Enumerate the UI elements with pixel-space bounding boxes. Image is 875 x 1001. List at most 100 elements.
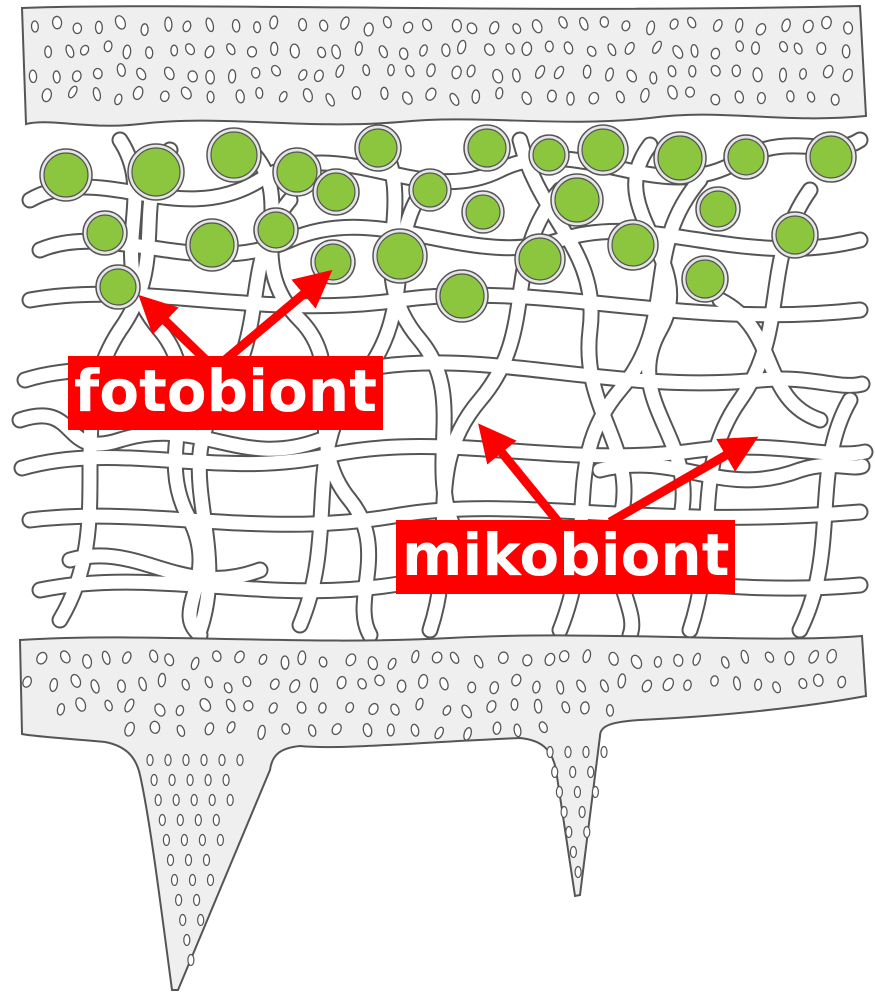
algal-cell <box>44 153 88 197</box>
cortex-pore <box>751 42 759 54</box>
cortex-pore <box>468 682 476 693</box>
cortex-pore <box>201 755 207 766</box>
cortex-pore <box>452 19 461 32</box>
cortex-pore <box>842 45 850 58</box>
algal-cell <box>440 274 484 318</box>
algal-cell <box>612 224 654 266</box>
algal-cell <box>555 178 599 222</box>
cortex-pore <box>310 678 317 692</box>
cortex-pore <box>187 775 193 786</box>
cortex-pore <box>566 827 572 838</box>
algal-cell <box>315 244 351 280</box>
cortex-pore <box>176 895 182 906</box>
cortex-pore <box>172 875 178 886</box>
cortex-pore <box>159 815 165 826</box>
algal-cell <box>533 139 565 171</box>
algal-cell <box>686 260 724 298</box>
cortex-pore <box>565 747 571 758</box>
cortex-pore <box>190 875 196 886</box>
cortex-pore <box>228 69 236 83</box>
cortex-pore <box>183 755 189 766</box>
cortex-pore <box>155 795 161 806</box>
algal-cell <box>211 132 257 178</box>
algal-cell <box>317 173 355 211</box>
cortex-pore <box>188 955 194 966</box>
cortex-pore <box>208 875 214 886</box>
cortex-pore <box>173 795 179 806</box>
algal-cell <box>582 129 624 171</box>
cortex-pore <box>207 91 215 103</box>
cortex-pore <box>194 895 200 906</box>
cortex-pore <box>53 71 61 84</box>
cortex-pore <box>45 46 52 58</box>
cortex-pore <box>352 86 361 99</box>
cortex-pore <box>31 21 38 32</box>
cortex-pore <box>387 724 394 736</box>
cortex-pore <box>186 855 192 866</box>
cortex-pore <box>209 795 215 806</box>
cortex-pore <box>831 94 839 105</box>
cortex-pore <box>205 70 215 84</box>
algal-cell <box>658 136 702 180</box>
cortex-pore <box>52 16 62 29</box>
cortex-pore <box>165 17 173 31</box>
cortex-pore <box>223 775 229 786</box>
photobiont-label: fotobiont <box>68 356 383 430</box>
cortex-pore <box>217 835 223 846</box>
cortex-pore <box>685 87 694 97</box>
algal-cell <box>776 216 814 254</box>
cortex-pore <box>163 835 169 846</box>
cortex-pore <box>511 699 518 711</box>
cortex-pore <box>654 656 662 667</box>
cortex-pore <box>561 807 567 818</box>
cortex-pore <box>171 45 178 56</box>
cortex-pore <box>472 90 480 104</box>
cortex-pore <box>247 47 256 58</box>
cortex-pore <box>606 704 614 716</box>
cortex-pore <box>567 92 575 105</box>
cortex-pore <box>570 767 576 778</box>
cortex-pore <box>556 787 562 798</box>
cortex-pore <box>545 41 553 52</box>
algal-cell <box>87 215 123 251</box>
algal-cell <box>519 238 561 280</box>
cortex-pore <box>710 675 719 686</box>
cortex-pore <box>397 680 406 692</box>
cortex-pore <box>570 847 576 858</box>
cortex-pore <box>191 795 197 806</box>
cortex-pore <box>145 47 153 59</box>
cortex-pore <box>199 835 205 846</box>
algal-cell <box>100 269 136 305</box>
cortex-pore <box>298 18 307 31</box>
cortex-pore <box>169 775 175 786</box>
cortex-pore <box>584 827 590 838</box>
cortex-pore <box>95 21 102 33</box>
cortex-pore <box>600 16 609 27</box>
cortex-pore <box>227 795 233 806</box>
cortex-pore <box>380 87 388 100</box>
cortex-pore <box>243 700 253 711</box>
cortex-pore <box>195 815 201 826</box>
algal-cell <box>359 129 397 167</box>
cortex-pore <box>219 755 225 766</box>
cortex-pore <box>29 70 37 83</box>
cortex-pore <box>73 23 81 33</box>
cortex-pore <box>147 755 153 766</box>
cortex-pore <box>547 747 553 758</box>
cortex-pore <box>205 775 211 786</box>
cortex-pore <box>754 679 762 691</box>
cortex-pore <box>579 807 585 818</box>
cortex-pore <box>779 68 786 82</box>
mycobiont-label: mikobiont <box>396 520 735 594</box>
cortex-pore <box>198 915 204 926</box>
algal-cell <box>277 152 317 192</box>
cortex-pore <box>237 755 243 766</box>
algal-cell <box>190 223 234 267</box>
cortex-pore <box>253 22 260 33</box>
cortex-pore <box>552 767 558 778</box>
cortex-pore <box>177 815 183 826</box>
cortex-pore <box>757 92 765 103</box>
cortex-pore <box>271 42 278 55</box>
